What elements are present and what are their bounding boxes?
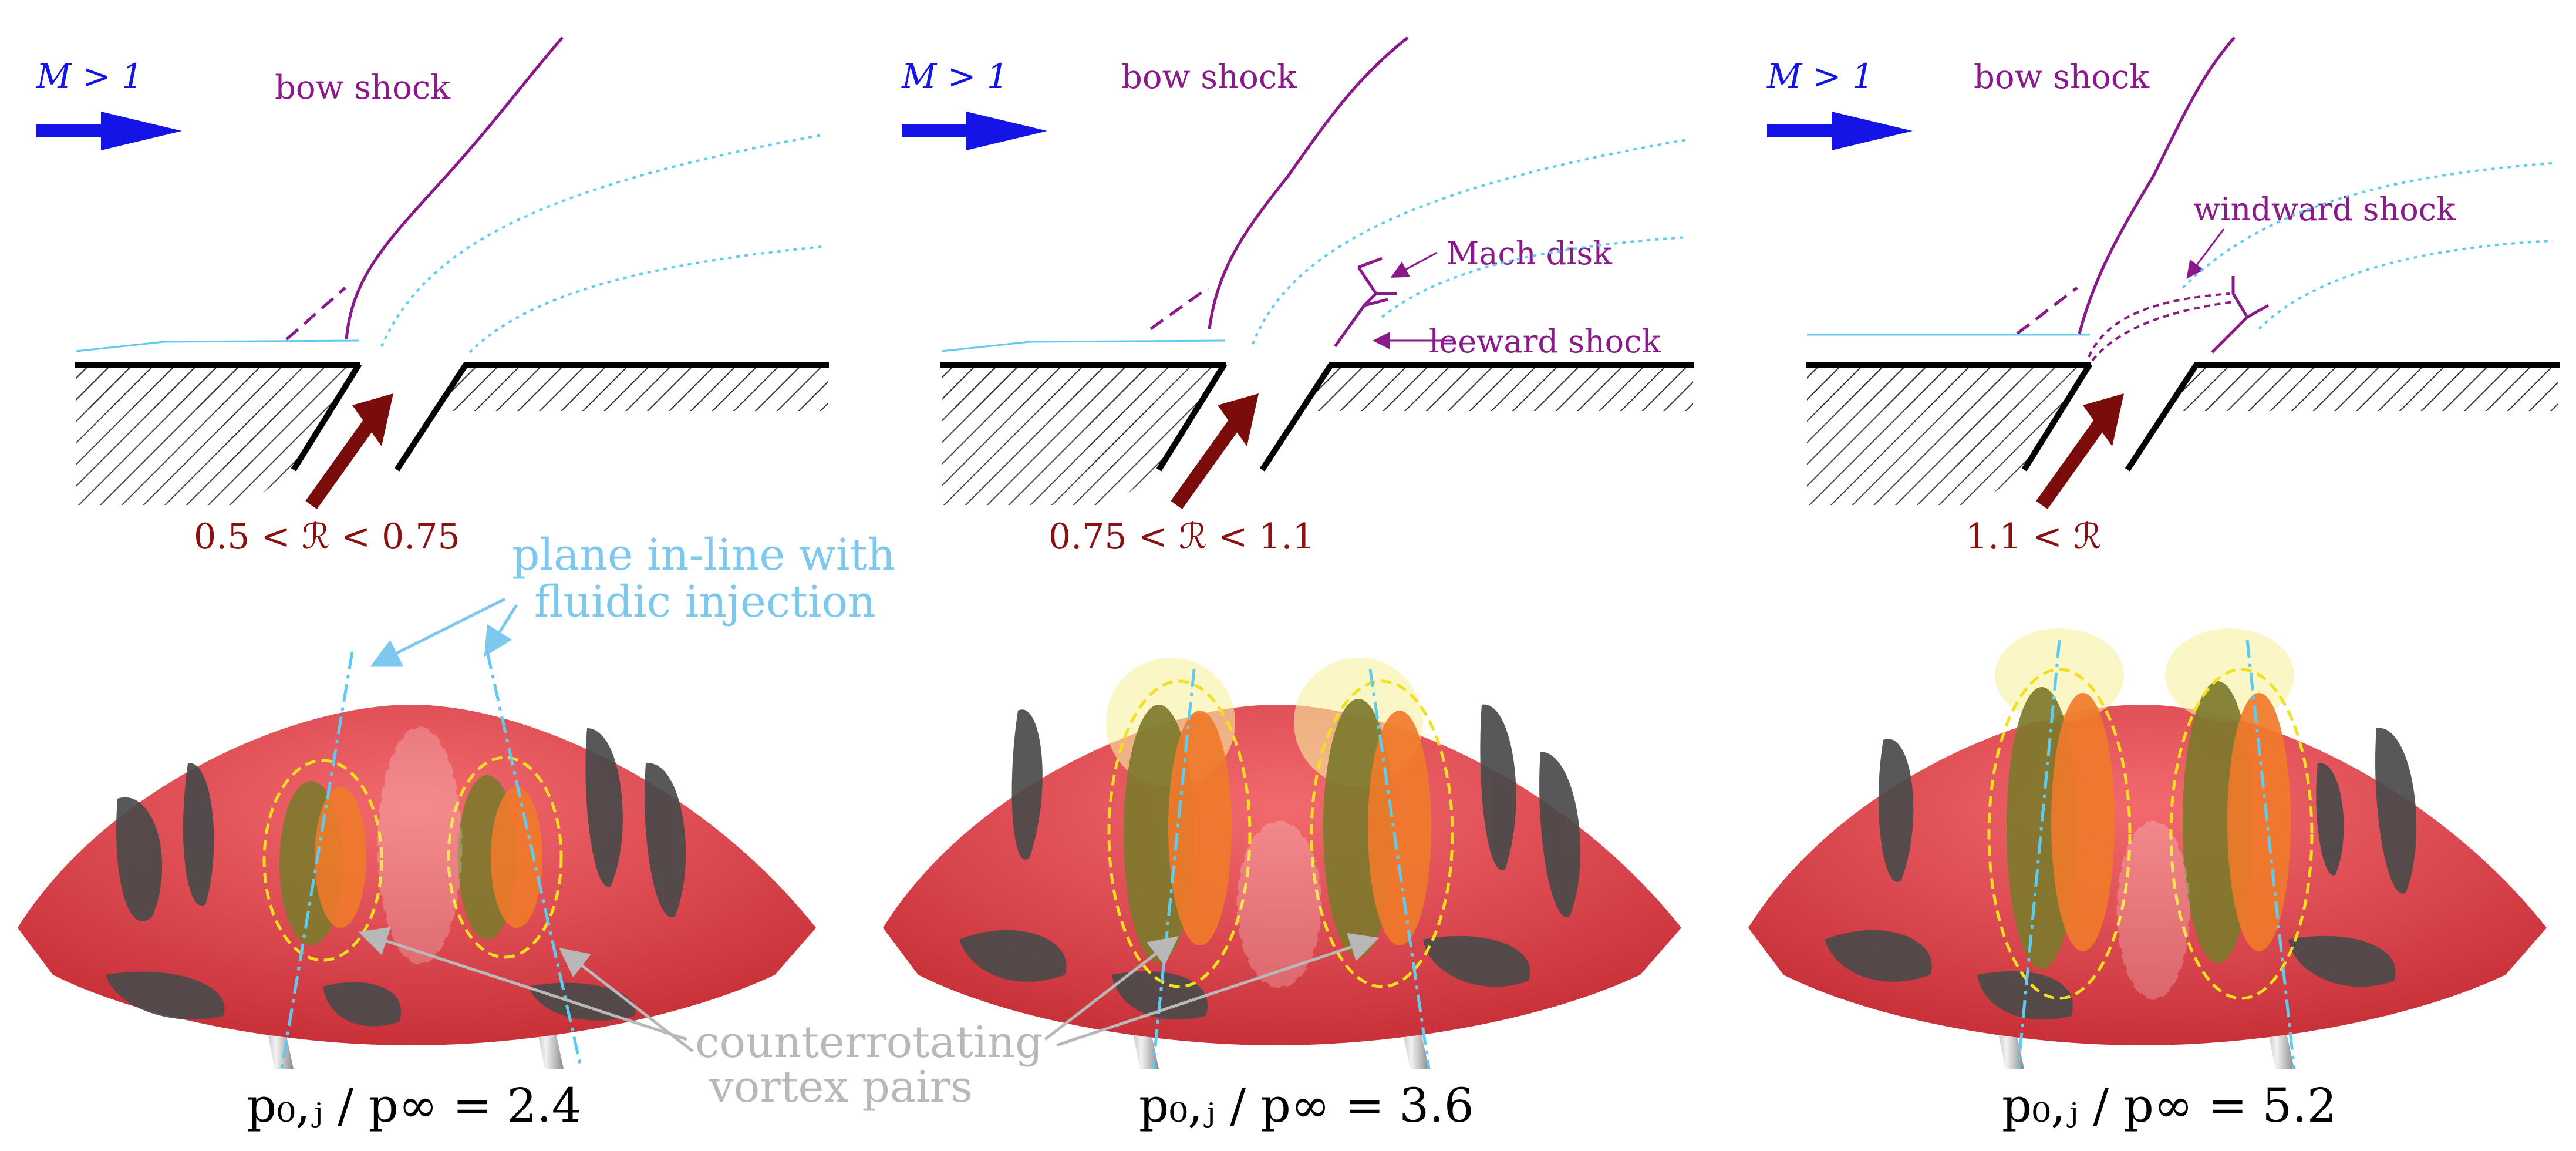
vortex-annotation: counterrotating vortex pairs [358, 927, 1380, 1112]
dark-patches [959, 704, 1581, 1020]
panel-2-render [883, 658, 1681, 1069]
boundary-layer [76, 339, 360, 352]
bow-shock [285, 36, 564, 341]
mach-disk [1333, 257, 1397, 348]
mach-arrow-icon [1767, 112, 1913, 150]
dark-patches [1825, 728, 2417, 1020]
vortex-pair-right [447, 756, 563, 959]
panel-3-schematic: M > 1 bow shock windward shock [1766, 36, 2560, 557]
vortex-annotation-line2: vortex pairs [709, 1062, 973, 1112]
vortex-pair-left [262, 759, 383, 962]
dark-patches [106, 728, 686, 1027]
jet-arrow-icon [2036, 393, 2124, 509]
vortex-pair-left [1987, 668, 2132, 1000]
streamlines [1252, 139, 1688, 345]
injection-plane-left [2017, 640, 2061, 1069]
injection-plane-left [1151, 669, 1196, 1069]
pressure-ratio-label-2: p₀,ⱼ / p∞ = 3.6 [1139, 1078, 1474, 1133]
panel-1-schematic: M > 1 bow shock 0.5 < ℛ < 0.7 [36, 36, 829, 557]
bow-shock-label: bow shock [1974, 58, 2150, 96]
bow-shock-label: bow shock [1121, 58, 1297, 96]
mach-disk [2211, 276, 2270, 354]
vortex-annotation-line1: counterrotating [695, 1017, 1043, 1068]
injection-plane-right [2245, 640, 2296, 1069]
panel-2-schematic: M > 1 bow shock Mach disk leeward shock [901, 36, 1694, 557]
bow-shock-label: bow shock [275, 69, 451, 107]
windward-shock-label: windward shock [2193, 191, 2456, 228]
pressure-ratio-label-3: p₀,ⱼ / p∞ = 5.2 [2002, 1078, 2337, 1133]
center-region [377, 726, 463, 965]
leeward-shock-label: leeward shock [1429, 323, 1661, 360]
mach-disk-pointer [1390, 251, 1438, 278]
vortex-pair-right [2169, 668, 2314, 1000]
mach-arrow-icon [902, 112, 1047, 150]
pressure-ratio-label-1: p₀,ⱼ / p∞ = 2.4 [247, 1078, 582, 1133]
plane-annotation: plane in-line with fluidic injection [370, 530, 895, 667]
regime-label: 0.5 < ℛ < 0.75 [194, 516, 460, 557]
jet-arrow-icon [1171, 393, 1259, 509]
bow-shock [2016, 36, 2236, 335]
center-region [1236, 820, 1322, 988]
windward-shock-pointer [2186, 228, 2225, 279]
mach-label: M > 1 [1766, 56, 1874, 96]
mach-disk-label: Mach disk [1447, 235, 1613, 272]
boundary-layer [941, 339, 1225, 352]
streamlines [2181, 162, 2553, 330]
panel-1-render [18, 651, 816, 1069]
mach-label: M > 1 [36, 56, 143, 96]
jet-arrow-icon [305, 393, 393, 509]
streamlines [380, 134, 822, 354]
mach-arrow-icon [36, 112, 182, 150]
bow-shock [1149, 36, 1409, 331]
wall [940, 362, 1694, 505]
wall [1806, 362, 2560, 505]
injection-plane-left [280, 651, 354, 1069]
regime-label: 1.1 < ℛ [1965, 516, 2102, 557]
regime-label: 0.75 < ℛ < 1.1 [1048, 516, 1315, 557]
injection-plane-right [485, 651, 583, 1069]
center-region [2116, 820, 2190, 1000]
windward-shock [2088, 292, 2234, 362]
plane-annotation-line1: plane in-line with [512, 530, 895, 580]
panel-3-render [1748, 628, 2547, 1069]
injection-plane-right [1368, 669, 1431, 1069]
wall [75, 362, 829, 505]
mach-label: M > 1 [901, 56, 1009, 96]
plane-annotation-line2: fluidic injection [534, 577, 876, 627]
